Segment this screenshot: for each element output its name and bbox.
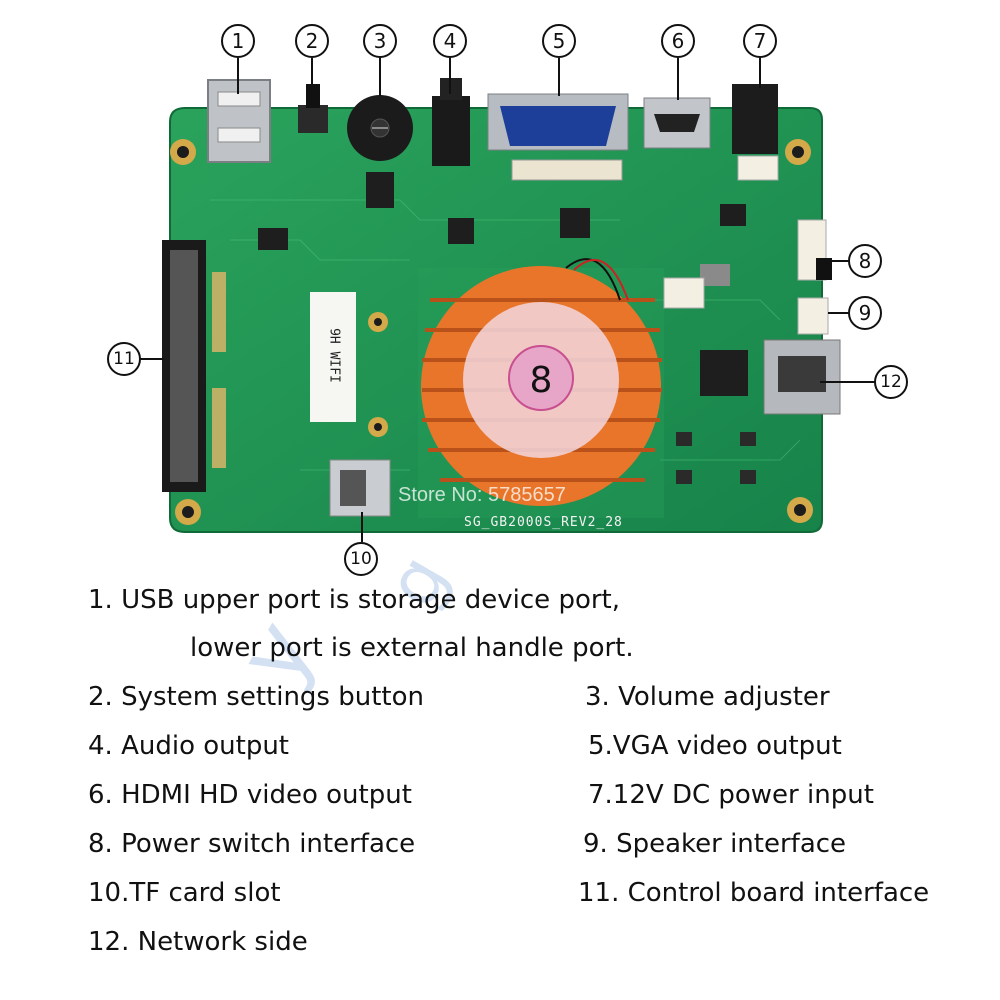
callout-1: 1 (221, 24, 255, 58)
callout-12: 12 (874, 365, 908, 399)
callout-10: 10 (344, 542, 378, 576)
store-watermark: Store No: 5785657 (398, 484, 566, 506)
board-model-label: SG_GB2000S_REV2_28 (464, 515, 623, 530)
legend-item-5: 5.VGA video output (588, 731, 842, 761)
board-illustration: 8 (162, 78, 841, 533)
legend-item-10: 10.TF card slot (88, 878, 281, 908)
callout-7: 7 (743, 24, 777, 58)
svg-text:8: 8 (530, 360, 553, 401)
leader-line-6 (677, 58, 679, 100)
tf-card-slot (329, 459, 391, 517)
speaker-connector (797, 297, 829, 335)
callout-9: 9 (848, 296, 882, 330)
leader-line-7 (759, 58, 761, 88)
wifi-module-label: 9H WIFI (326, 328, 342, 383)
heatsink: 8 (418, 258, 664, 518)
leader-line-12 (820, 381, 876, 383)
leader-line-4 (449, 58, 451, 94)
callout-11: 11 (107, 342, 141, 376)
callout-8: 8 (848, 244, 882, 278)
volume-knob (347, 95, 413, 161)
callout-5: 5 (542, 24, 576, 58)
leader-line-1 (237, 58, 239, 94)
leader-line-3 (379, 58, 381, 96)
legend-item-7: 7.12V DC power input (588, 780, 874, 810)
leader-line-9 (828, 312, 850, 314)
legend-item-1-line1: 1. USB upper port is storage device port… (88, 585, 620, 615)
callout-2: 2 (295, 24, 329, 58)
vga-port (487, 93, 629, 181)
legend-item-2: 2. System settings button (88, 682, 424, 712)
callout-4: 4 (433, 24, 467, 58)
network-port (700, 339, 841, 415)
hdmi-port (643, 97, 711, 149)
callout-3: 3 (363, 24, 397, 58)
legend-item-3: 3. Volume adjuster (585, 682, 830, 712)
usb-port (207, 79, 271, 163)
leader-line-10 (361, 512, 363, 542)
settings-button (298, 84, 328, 133)
leader-line-8 (828, 260, 850, 262)
legend-item-4: 4. Audio output (88, 731, 289, 761)
legend-item-6: 6. HDMI HD video output (88, 780, 412, 810)
control-header (162, 240, 206, 492)
power-switch-connector (797, 219, 832, 281)
legend-item-8: 8. Power switch interface (88, 829, 416, 859)
leader-line-5 (558, 58, 560, 96)
legend-item-9: 9. Speaker interface (583, 829, 847, 859)
legend-item-1-line2: lower port is external handle port. (190, 633, 634, 663)
audio-jack (432, 78, 470, 166)
mounting-holes (170, 139, 813, 525)
legend-item-12: 12. Network side (88, 927, 308, 957)
callout-6: 6 (661, 24, 695, 58)
leader-line-11 (140, 358, 164, 360)
leader-line-2 (311, 58, 313, 98)
board-photo: 8 (162, 78, 841, 533)
legend-item-11: 11. Control board interface (578, 878, 930, 908)
dc-jack (732, 84, 779, 181)
